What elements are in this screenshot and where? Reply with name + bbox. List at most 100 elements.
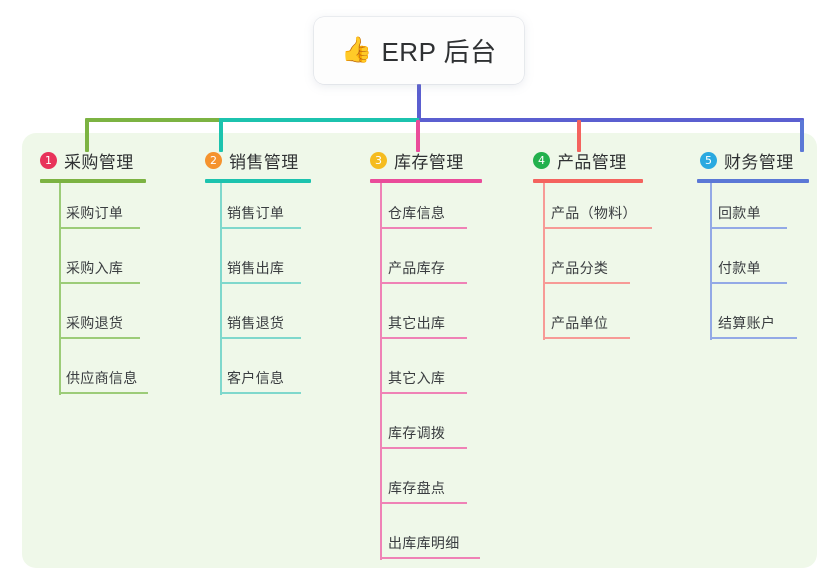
leaf-underline: [381, 282, 467, 284]
branch-title-2: 销售管理: [229, 153, 299, 172]
leaf-underline: [221, 227, 301, 229]
leaf-node[interactable]: 结算账户: [700, 297, 820, 339]
leaf-node[interactable]: 采购订单: [40, 187, 160, 229]
leaf-node[interactable]: 产品（物料）: [533, 187, 663, 229]
leaf-underline: [221, 282, 301, 284]
leaf-node[interactable]: 产品单位: [533, 297, 653, 339]
leaf-underline: [381, 337, 467, 339]
leaf-node[interactable]: 销售出库: [205, 242, 325, 284]
leaf-underline: [544, 337, 630, 339]
branch-number-badge-1: 1: [40, 152, 57, 169]
root-node-card[interactable]: 👍 ERP 后台: [314, 17, 524, 84]
leaf-node[interactable]: 销售退货: [205, 297, 325, 339]
branch-header-1[interactable]: 1 采购管理: [40, 148, 134, 173]
branch-spine-3: [380, 183, 382, 560]
leaf-underline: [221, 337, 301, 339]
leaf-label: 库存盘点: [388, 480, 446, 496]
leaf-label: 产品库存: [388, 260, 446, 276]
leaf-label: 采购退货: [66, 315, 124, 331]
branch-header-3[interactable]: 3 库存管理: [370, 148, 464, 173]
leaf-label: 回款单: [718, 205, 761, 221]
drop-connector-1: [85, 120, 89, 152]
branch-number-badge-4: 4: [533, 152, 550, 169]
branch-spine-2: [220, 183, 222, 395]
leaf-node[interactable]: 出库库明细: [370, 517, 500, 559]
leaf-node[interactable]: 销售订单: [205, 187, 325, 229]
leaf-label: 销售退货: [227, 315, 285, 331]
leaf-node[interactable]: 仓库信息: [370, 187, 490, 229]
leaf-node[interactable]: 其它入库: [370, 352, 490, 394]
branch-underline-1: [40, 179, 146, 183]
branch-number-badge-5: 5: [700, 152, 717, 169]
leaf-underline: [711, 282, 787, 284]
leaf-label: 采购入库: [66, 260, 124, 276]
leaf-node[interactable]: 采购退货: [40, 297, 160, 339]
connector-bar-segment-green: [85, 118, 221, 122]
leaf-node[interactable]: 其它出库: [370, 297, 490, 339]
leaf-label: 供应商信息: [66, 370, 138, 386]
leaf-label: 出库库明细: [388, 535, 460, 551]
drop-connector-4: [577, 120, 581, 152]
root-node-title: ERP 后台: [381, 37, 497, 67]
leaf-underline: [60, 392, 148, 394]
leaf-underline: [544, 227, 652, 229]
leaf-label: 产品（物料）: [551, 205, 637, 221]
branch-number-badge-3: 3: [370, 152, 387, 169]
thumbs-up-emoji: 👍: [341, 36, 373, 64]
trunk-connector: [417, 84, 421, 122]
leaf-node[interactable]: 库存盘点: [370, 462, 490, 504]
connector-bar-segment-blue: [419, 118, 804, 122]
branch-title-3: 库存管理: [394, 153, 464, 172]
leaf-label: 产品分类: [551, 260, 609, 276]
branch-underline-5: [697, 179, 809, 183]
connector-bar-segment-teal: [219, 118, 421, 122]
leaf-label: 仓库信息: [388, 205, 446, 221]
leaf-underline: [60, 282, 140, 284]
leaf-underline: [381, 227, 467, 229]
branch-underline-3: [370, 179, 482, 183]
leaf-node[interactable]: 产品库存: [370, 242, 490, 284]
branch-spine-5: [710, 183, 712, 340]
branch-header-2[interactable]: 2 销售管理: [205, 148, 299, 173]
leaf-node[interactable]: 付款单: [700, 242, 820, 284]
leaf-node[interactable]: 客户信息: [205, 352, 325, 394]
diagram-background-panel: [22, 133, 817, 568]
leaf-underline: [381, 557, 480, 559]
drop-connector-2: [219, 120, 223, 152]
leaf-label: 产品单位: [551, 315, 609, 331]
leaf-label: 客户信息: [227, 370, 285, 386]
leaf-label: 销售出库: [227, 260, 285, 276]
leaf-node[interactable]: 库存调拨: [370, 407, 490, 449]
drop-connector-5: [800, 120, 804, 152]
leaf-label: 结算账户: [718, 315, 776, 331]
leaf-node[interactable]: 回款单: [700, 187, 820, 229]
leaf-label: 采购订单: [66, 205, 124, 221]
leaf-node[interactable]: 产品分类: [533, 242, 653, 284]
drop-connector-3: [416, 120, 420, 152]
leaf-node[interactable]: 采购入库: [40, 242, 160, 284]
leaf-underline: [221, 392, 301, 394]
leaf-label: 其它入库: [388, 370, 446, 386]
leaf-label: 库存调拨: [388, 425, 446, 441]
leaf-node[interactable]: 供应商信息: [40, 352, 170, 394]
branch-underline-4: [533, 179, 643, 183]
branch-spine-4: [543, 183, 545, 340]
leaf-underline: [60, 227, 140, 229]
leaf-underline: [381, 447, 467, 449]
branch-header-5[interactable]: 5 财务管理: [700, 148, 794, 173]
branch-spine-1: [59, 183, 61, 395]
leaf-underline: [381, 392, 467, 394]
leaf-underline: [60, 337, 140, 339]
leaf-label: 其它出库: [388, 315, 446, 331]
branch-title-5: 财务管理: [724, 153, 794, 172]
branch-header-4[interactable]: 4 产品管理: [533, 148, 627, 173]
branch-title-4: 产品管理: [557, 153, 627, 172]
leaf-label: 付款单: [718, 260, 761, 276]
leaf-underline: [711, 227, 787, 229]
branch-title-1: 采购管理: [64, 153, 134, 172]
leaf-label: 销售订单: [227, 205, 285, 221]
leaf-underline: [381, 502, 467, 504]
branch-underline-2: [205, 179, 311, 183]
branch-number-badge-2: 2: [205, 152, 222, 169]
